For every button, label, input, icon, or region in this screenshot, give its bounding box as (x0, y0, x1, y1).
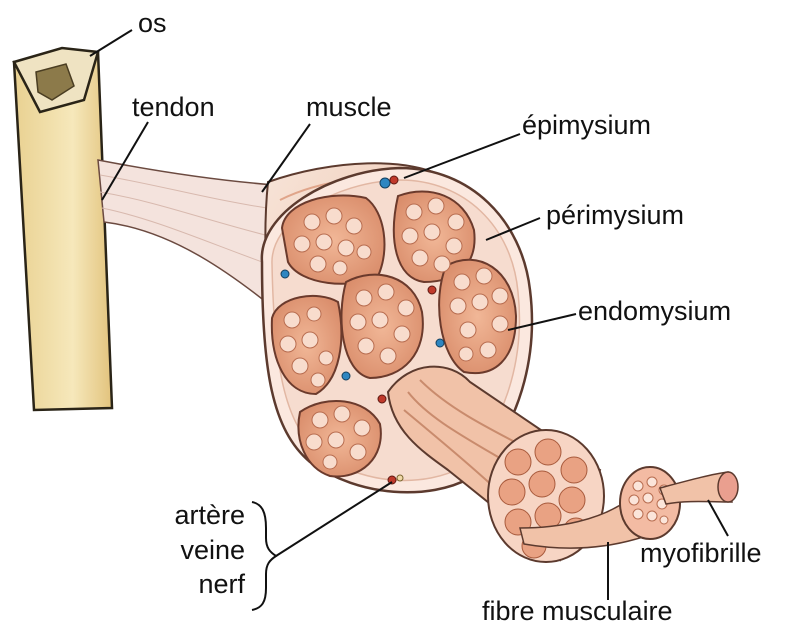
label-tendon: tendon (132, 94, 215, 121)
label-os: os (138, 10, 167, 37)
label-perimysium: périmysium (546, 202, 684, 229)
label-endomysium: endomysium (578, 298, 731, 325)
bone (14, 48, 112, 410)
label-veine: veine (150, 533, 245, 568)
bracket (252, 502, 276, 610)
leader-epimysium (404, 134, 520, 178)
leader-vessels (276, 482, 392, 556)
label-fibre-musculaire: fibre musculaire (482, 598, 673, 625)
label-myofibrille: myofibrille (640, 540, 762, 567)
label-epimysium: épimysium (522, 112, 651, 139)
label-muscle: muscle (306, 94, 392, 121)
leader-myofibrille (708, 500, 728, 536)
label-nerf: nerf (150, 567, 245, 602)
label-artere: artère (150, 498, 245, 533)
leader-os (90, 30, 132, 56)
label-group-vessels-nerves: artère veine nerf (150, 498, 245, 602)
